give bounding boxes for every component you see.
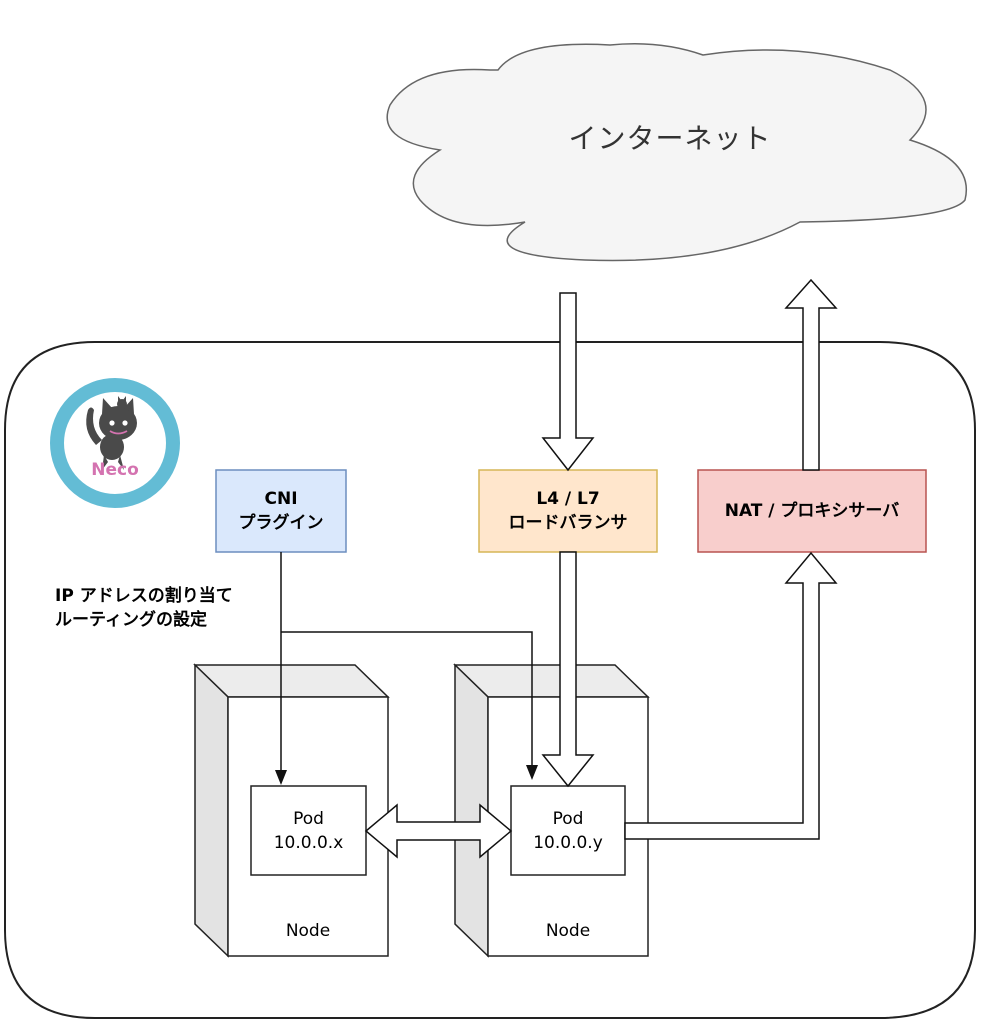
nat-label: NAT / プロキシサーバ bbox=[724, 501, 900, 521]
pod-y-ip: 10.0.0.y bbox=[533, 832, 603, 853]
arrowhead-to-pod-x bbox=[275, 770, 287, 785]
arrow-internet-to-lb bbox=[541, 292, 595, 472]
cni-label: CNI プラグイン bbox=[216, 470, 346, 552]
lb-label-line1: L4 / L7 bbox=[536, 489, 600, 509]
neco-logo bbox=[50, 378, 180, 508]
pod-x-box[interactable] bbox=[250, 785, 367, 876]
load-balancer-box[interactable] bbox=[478, 469, 658, 553]
node-1-label: Node bbox=[285, 921, 331, 941]
cni-connector-lines bbox=[280, 552, 533, 775]
pod-y-name: Pod bbox=[552, 808, 584, 829]
arrowhead-to-pod-y bbox=[526, 765, 538, 780]
arrow-pod-y-to-nat bbox=[624, 551, 838, 840]
cat-icon bbox=[86, 396, 137, 470]
arrow-lb-to-pod-y bbox=[541, 551, 595, 788]
cni-annotation: IP アドレスの割り当て ルーティングの設定 bbox=[55, 586, 233, 630]
arrow-pod-to-pod bbox=[364, 803, 513, 859]
internet-label: インターネット bbox=[568, 122, 772, 155]
cni-label-line1: CNI bbox=[264, 489, 298, 509]
pod-y-box[interactable] bbox=[510, 785, 626, 876]
pod-y-label: Pod 10.0.0.y bbox=[511, 786, 625, 875]
pod-x-label: Pod 10.0.0.x bbox=[251, 786, 366, 875]
cni-plugin-box[interactable] bbox=[215, 469, 347, 553]
lb-label: L4 / L7 ロードバランサ bbox=[479, 470, 657, 552]
internet-cloud bbox=[386, 43, 967, 262]
logo-text: Neco bbox=[91, 460, 139, 480]
lb-label-line2: ロードバランサ bbox=[508, 513, 628, 533]
pod-x-name: Pod bbox=[293, 808, 324, 829]
cni-label-line2: プラグイン bbox=[238, 513, 324, 533]
arrow-nat-to-internet bbox=[784, 278, 838, 471]
node-2-label: Node bbox=[545, 921, 591, 941]
pod-x-ip: 10.0.0.x bbox=[273, 832, 344, 853]
